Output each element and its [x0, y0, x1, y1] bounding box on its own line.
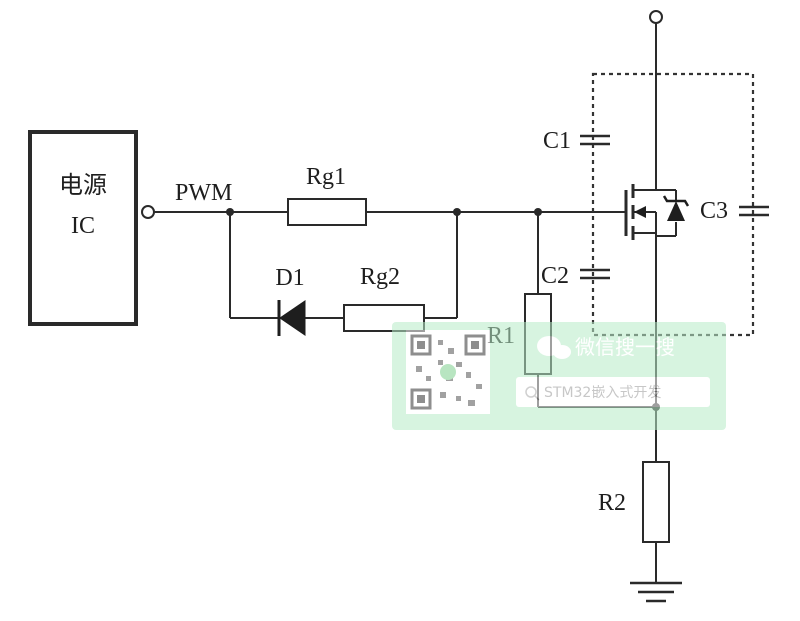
watermark-title: 微信搜一搜: [575, 335, 675, 359]
watermark-subtitle: STM32嵌入式开发: [544, 385, 661, 401]
c2-label: C2: [541, 263, 569, 289]
pwm-label: PWM: [175, 180, 232, 206]
junction-dot: [534, 208, 542, 216]
drain-supply: [649, 10, 663, 190]
ic-label-line1: 电源: [59, 171, 107, 199]
rg2-label: Rg2: [360, 264, 400, 290]
rg1-label: Rg1: [306, 164, 346, 190]
capacitor-c1: [580, 134, 610, 146]
r2-label: R2: [598, 490, 626, 516]
diode-d1: [277, 300, 306, 336]
qr-code-icon: [406, 330, 490, 414]
parasitic-box: [591, 72, 755, 337]
watermark: 微信搜一搜 STM32嵌入式开发: [392, 322, 726, 430]
resistor-r2: [642, 461, 670, 543]
search-icon: [525, 386, 537, 398]
chat-bubble-icon: [537, 336, 571, 359]
ic-label-line2: IC: [71, 213, 95, 239]
ground-symbol: [630, 542, 682, 603]
supply-terminal: [649, 10, 663, 24]
mosfet: [624, 184, 690, 240]
junction-dot: [453, 208, 461, 216]
capacitor-c3: [739, 205, 769, 217]
c1-label: C1: [543, 128, 571, 154]
watermark-search-field: [516, 377, 710, 407]
c3-label: C3: [700, 198, 728, 224]
power-ic: 电源 IC: [28, 130, 155, 326]
junction-dot: [226, 208, 234, 216]
resistor-rg1: [287, 198, 367, 226]
capacitor-c2: [580, 268, 610, 280]
d1-label: D1: [275, 265, 304, 291]
ic-pwm-pin: [141, 205, 155, 219]
ic-box: [28, 130, 138, 326]
